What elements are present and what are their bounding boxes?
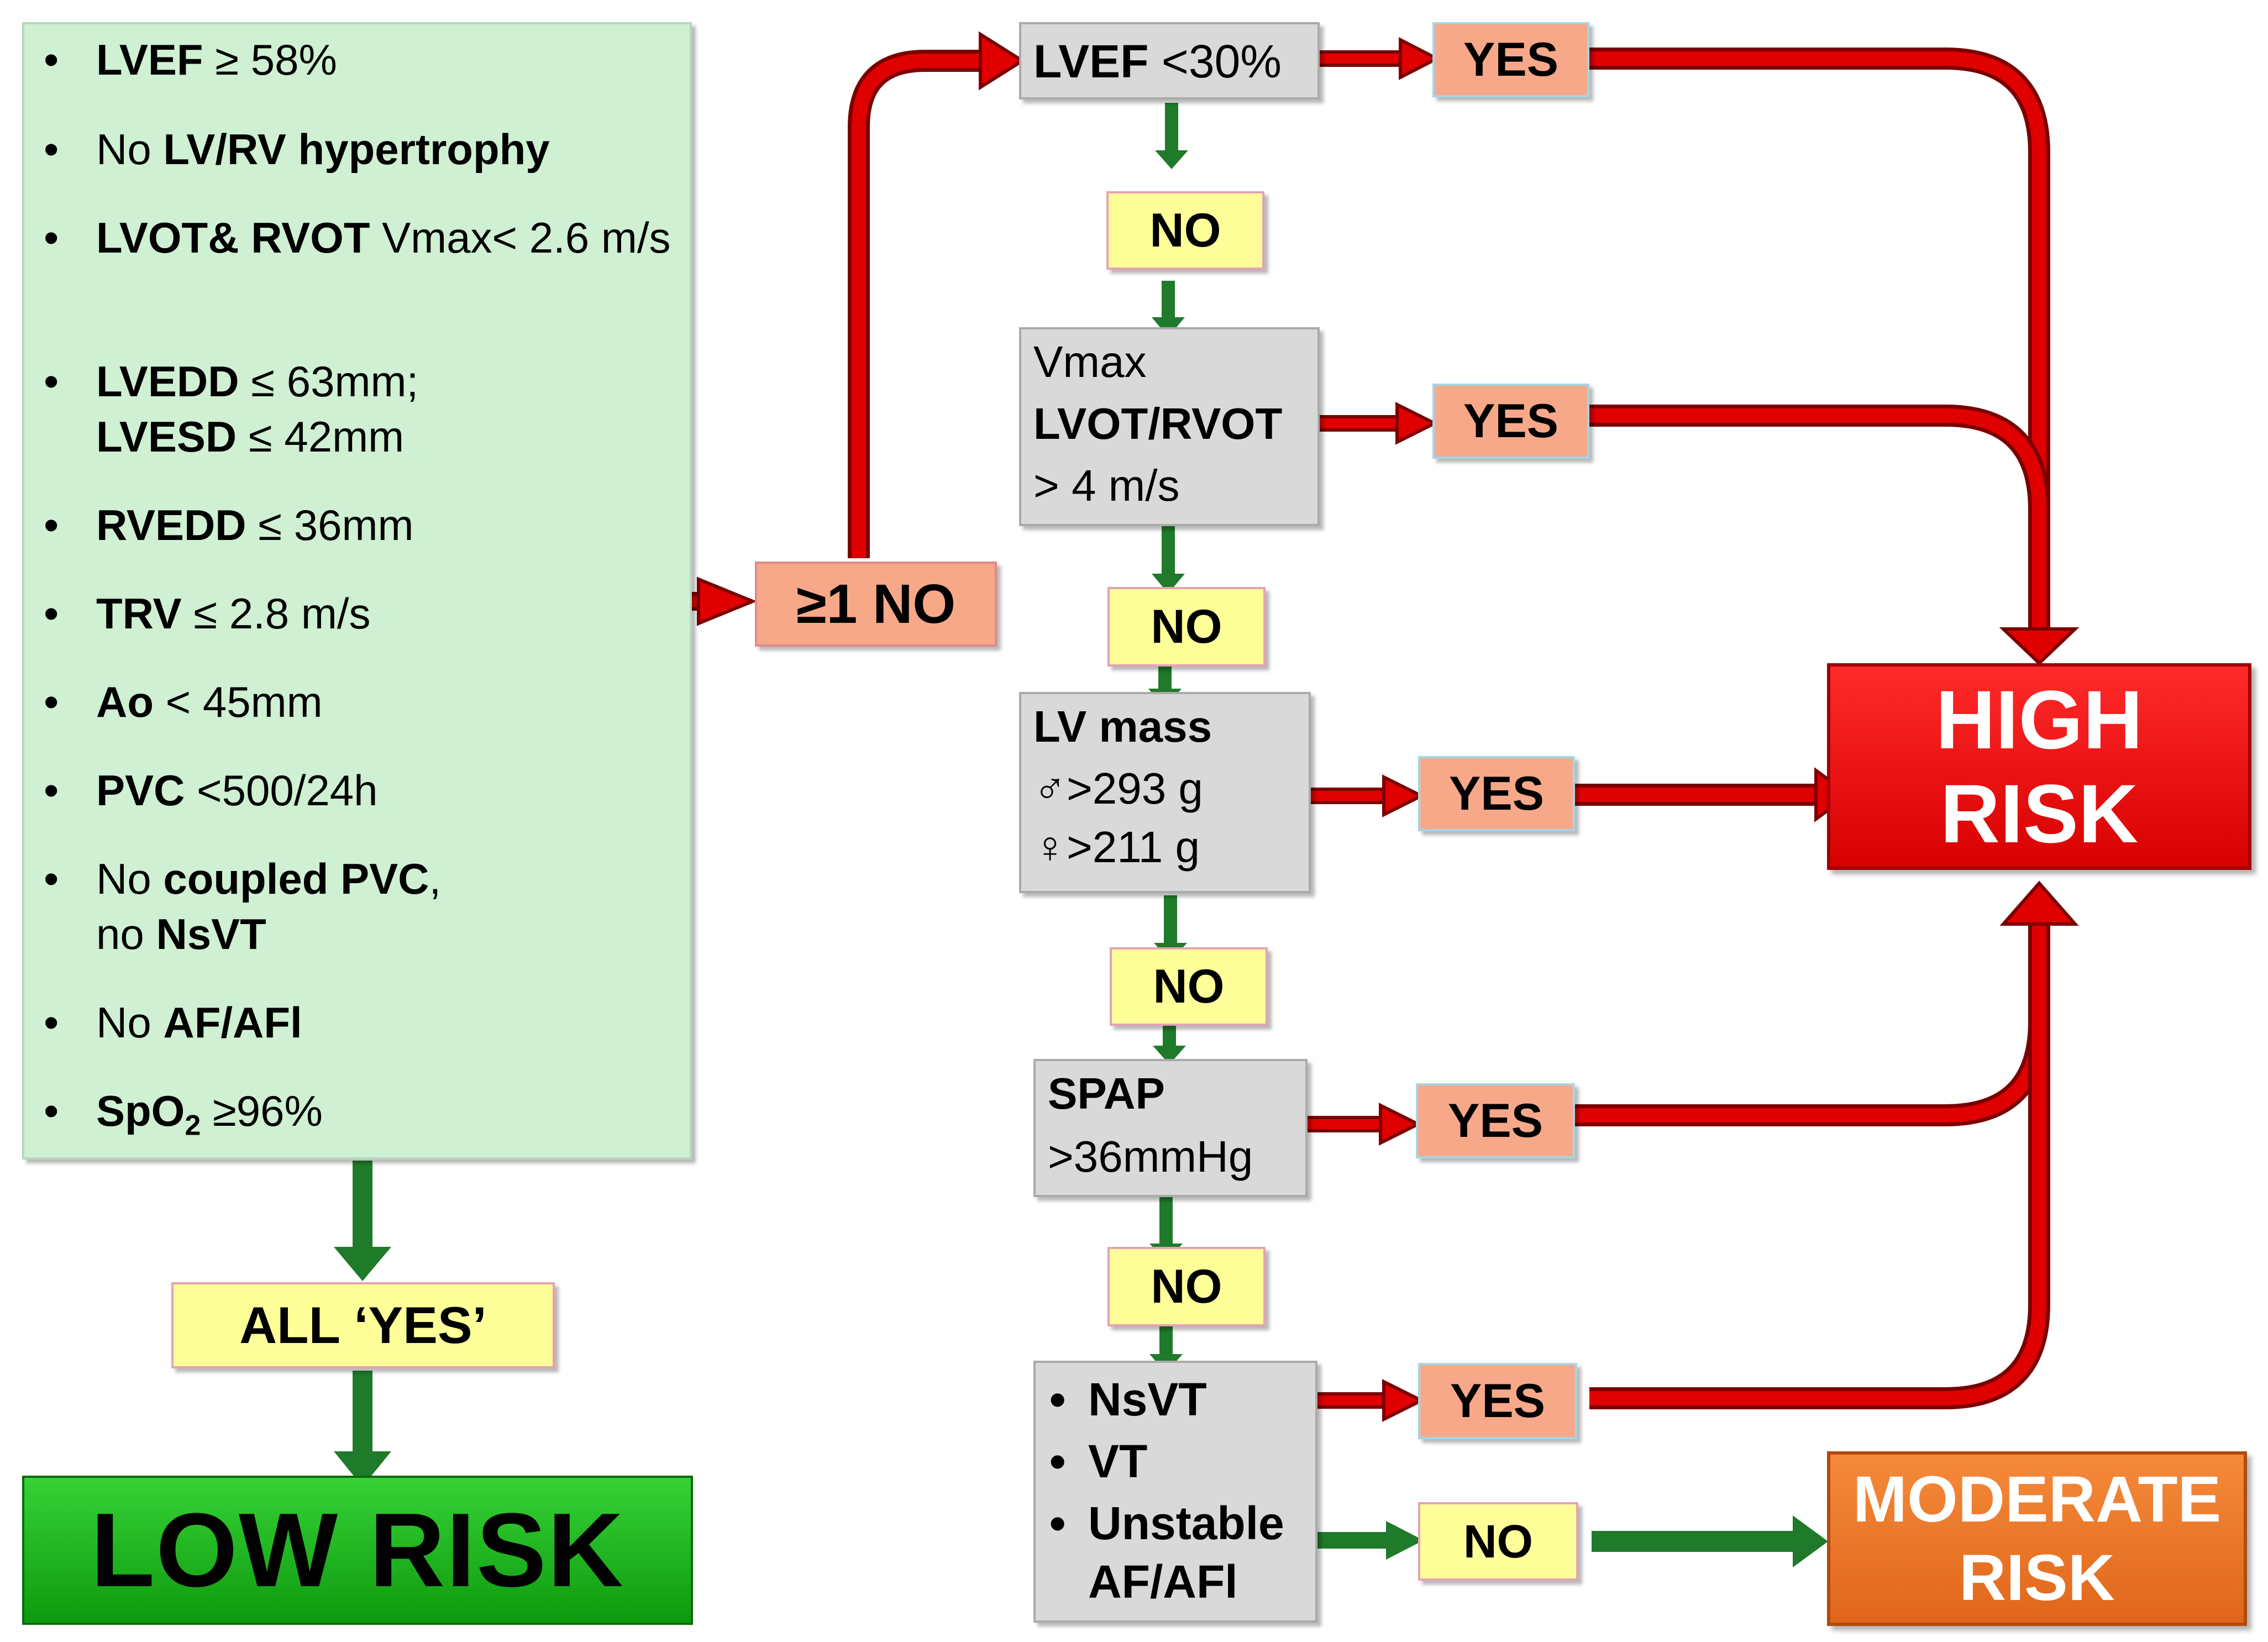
criterion-hypertrophy: No LV/RV hypertrophy xyxy=(44,122,682,177)
moderate-risk-box: MODERATE RISK xyxy=(1827,1451,2247,1626)
arrow-one-no-to-lvef xyxy=(848,50,983,558)
criterion-trv: TRV ≤ 2.8 m/s xyxy=(44,586,682,641)
criterion-rvedd: RVEDD ≤ 36mm xyxy=(44,497,682,553)
spap-step-box: SPAP >36mmHg xyxy=(1033,1059,1308,1197)
arrhythmia-step-box: NsVT VT Unstable AF/AFl xyxy=(1033,1361,1317,1623)
yes-box-2: YES xyxy=(1432,384,1589,459)
criterion-af: No AF/AFl xyxy=(44,995,682,1050)
lvef-step-label: LVEF <30% xyxy=(1033,35,1282,87)
no-label: NO xyxy=(1151,1260,1222,1313)
spap-line1: SPAP xyxy=(1048,1069,1165,1118)
green-arrows xyxy=(334,103,1828,1567)
vmax-line1: Vmax xyxy=(1033,337,1147,386)
arrow-yes1-to-high-risk xyxy=(1589,48,2050,640)
criterion-lvedd-lvesd: LVEDD ≤ 63mm;LVESD ≤ 42mm xyxy=(44,354,682,464)
no-label: NO xyxy=(1463,1515,1533,1567)
yes-box-3: YES xyxy=(1418,756,1575,831)
criterion-lvot-rvot: LVOT& RVOT Vmax< 2.6 m/s xyxy=(44,210,682,265)
no-box-3: NO xyxy=(1110,947,1268,1026)
arrow-yes2-to-high-risk xyxy=(1589,405,2050,636)
arrhythmia-af: AF/AFl xyxy=(1088,1556,1238,1608)
one-no-box: ≥1 NO xyxy=(755,562,997,647)
lvmass-line1: LV mass xyxy=(1033,702,1212,751)
no-box-5: NO xyxy=(1418,1502,1578,1581)
criterion-coupled-pvc: No coupled PVC,no NsVT xyxy=(44,851,682,962)
arrow-yes5-to-high-risk xyxy=(1589,917,2050,1409)
yes-label: YES xyxy=(1450,1374,1546,1428)
criterion-lvef: LVEF ≥ 58% xyxy=(44,32,682,87)
no-box-4: NO xyxy=(1107,1247,1266,1326)
high-risk-box: HIGH RISK xyxy=(1827,663,2251,870)
low-risk-label: LOW RISK xyxy=(91,1492,624,1609)
spap-line2: >36mmHg xyxy=(1048,1132,1253,1181)
moderate-risk-line2: RISK xyxy=(1959,1541,2115,1614)
all-yes-box: ALL ‘YES’ xyxy=(171,1282,555,1368)
moderate-risk-line1: MODERATE xyxy=(1852,1463,2222,1536)
lvef-step-box: LVEF <30% xyxy=(1019,22,1320,99)
yes-label: YES xyxy=(1463,33,1559,86)
arrhythmia-nsvt: NsVT xyxy=(1049,1372,1207,1427)
yes-label: YES xyxy=(1463,394,1559,448)
lvmass-male: ♂>293 g xyxy=(1033,764,1203,813)
no-label: NO xyxy=(1153,959,1225,1013)
yes-label: YES xyxy=(1447,1094,1544,1147)
yes-box-4: YES xyxy=(1416,1083,1575,1158)
no-label: NO xyxy=(1151,600,1222,653)
high-risk-line1: HIGH xyxy=(1935,673,2143,766)
criteria-box: LVEF ≥ 58% No LV/RV hypertrophy LVOT& RV… xyxy=(22,22,692,1160)
no-label: NO xyxy=(1149,203,1221,257)
arrhythmia-unstable: Unstable xyxy=(1049,1496,1284,1551)
high-risk-line2: RISK xyxy=(1940,767,2139,860)
vmax-line3: > 4 m/s xyxy=(1033,461,1180,510)
yes-box-1: YES xyxy=(1432,22,1589,97)
arrow-yes4-to-high-risk xyxy=(1575,917,2050,1126)
all-yes-label: ALL ‘YES’ xyxy=(239,1296,487,1354)
one-no-label: ≥1 NO xyxy=(796,573,956,635)
no-box-1: NO xyxy=(1106,191,1264,270)
yes-box-5: YES xyxy=(1418,1363,1577,1439)
criterion-spo2: SpO2 ≥96% xyxy=(44,1083,682,1153)
criterion-aorta: Ao < 45mm xyxy=(44,674,682,730)
lvmass-step-box: LV mass ♂>293 g ♀>211 g xyxy=(1019,692,1311,893)
no-box-2: NO xyxy=(1107,587,1266,667)
vmax-line2: LVOT/RVOT xyxy=(1033,399,1283,448)
criterion-pvc: PVC <500/24h xyxy=(44,763,682,818)
lvmass-female: ♀>211 g xyxy=(1033,822,1200,872)
vmax-step-box: Vmax LVOT/RVOT > 4 m/s xyxy=(1019,327,1320,526)
low-risk-box: LOW RISK xyxy=(22,1476,693,1625)
yes-label: YES xyxy=(1448,767,1545,820)
arrhythmia-vt: VT xyxy=(1049,1434,1148,1489)
